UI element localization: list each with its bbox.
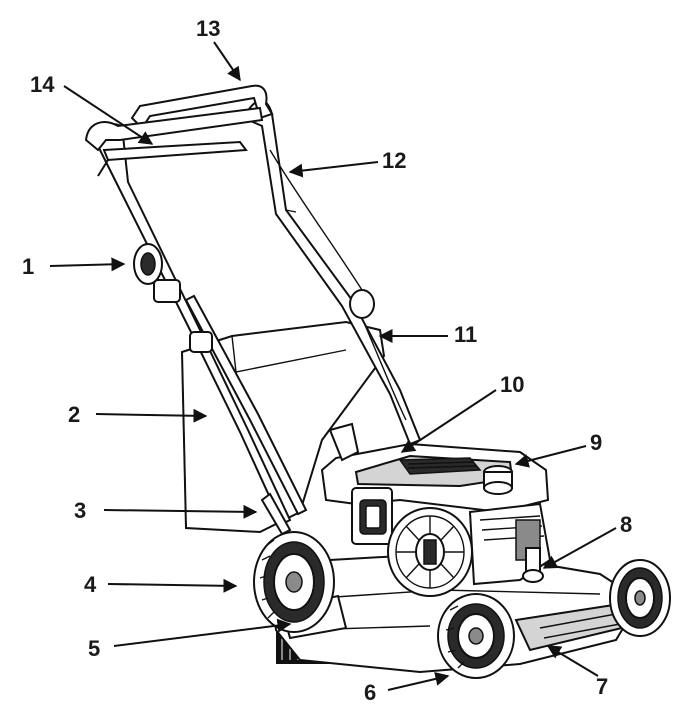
front-wheel	[437, 593, 515, 679]
mower-illustration	[84, 84, 671, 679]
callout-1: 1	[22, 254, 34, 279]
callout-8: 8	[620, 512, 632, 537]
callout-3: 3	[74, 498, 86, 523]
callout-14: 14	[30, 72, 55, 97]
callout-numbers: 1 2 3 4 5 6 7 8 9 10 11 12 13 14	[22, 16, 632, 705]
front-right-wheel	[609, 559, 671, 637]
callout-7: 7	[596, 674, 608, 699]
recoil-starter	[387, 507, 473, 597]
callout-6: 6	[364, 680, 376, 705]
operator-presence-bar	[97, 140, 248, 177]
callout-13: 13	[196, 16, 220, 41]
callout-10: 10	[500, 372, 524, 397]
handle-knob	[133, 243, 213, 353]
left-handle-tube	[94, 123, 308, 526]
callout-11: 11	[454, 322, 477, 347]
height-adjust-lever	[260, 422, 360, 536]
callout-5: 5	[88, 636, 100, 661]
callout-lines	[49, 41, 617, 691]
rear-wheel	[253, 531, 335, 633]
right-tube-knob	[269, 149, 407, 421]
spark-plug	[522, 547, 544, 583]
callout-9: 9	[590, 430, 602, 455]
oil-fill-cap	[483, 465, 513, 495]
air-filter-housing	[351, 487, 393, 545]
callout-4: 4	[84, 572, 97, 597]
callout-2: 2	[68, 402, 80, 427]
top-handle-bar	[84, 84, 274, 152]
callout-12: 12	[382, 148, 406, 173]
